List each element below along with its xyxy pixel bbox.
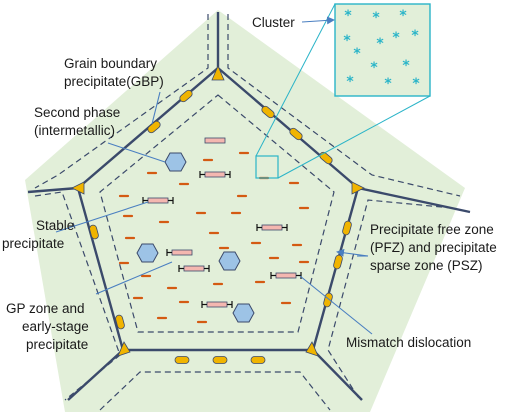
asterisk-icon: * [343, 33, 351, 49]
asterisk-icon: * [344, 8, 352, 24]
mismatch-dislocations [142, 171, 302, 308]
gbp-capsule [115, 314, 125, 330]
label-mismatch: Mismatch dislocation [346, 335, 471, 350]
triple-junction-spokes [27, 12, 471, 401]
label-second-phase-line1: Second phase [34, 105, 120, 120]
leader-gbp [151, 91, 161, 125]
label-gbp-line1: Grain boundary [64, 56, 157, 71]
gbp-capsule [174, 356, 190, 364]
asterisk-icon: * [346, 74, 354, 90]
asterisk-icon: * [384, 76, 392, 92]
leader-mismatch [299, 275, 373, 335]
hexagon-icon [164, 152, 187, 172]
stable-precipitate [275, 272, 297, 279]
cluster-inset [334, 3, 431, 97]
label-stable-line2: precipitate [2, 236, 64, 251]
gbp-capsule [179, 89, 193, 103]
label-pfz-line2: (PFZ) and precipitate [370, 240, 497, 255]
leader-cluster [301, 16, 335, 25]
stable-precipitate [204, 137, 226, 144]
gbp-capsule [319, 151, 333, 165]
stable-precipitate [183, 265, 205, 272]
label-stable-line1: Stable [36, 218, 74, 233]
hexagon-icon [136, 243, 159, 263]
triangle-icon [71, 181, 85, 195]
cluster-atoms: * * * * * * * * * * * * * [343, 8, 420, 92]
asterisk-icon: * [399, 8, 407, 24]
asterisk-icon: * [370, 60, 378, 76]
hexagon-icon [218, 251, 241, 271]
label-cluster: Cluster [252, 15, 295, 30]
gbp-capsule [261, 105, 275, 119]
label-pfz-line1: Precipitate free zone [370, 222, 494, 237]
asterisk-icon: * [411, 28, 419, 44]
gbp-capsule [147, 120, 161, 134]
leader-lines [55, 16, 373, 335]
stable-precipitate [171, 249, 193, 256]
triangle-icon [351, 181, 365, 195]
label-gp-line3: precipitate [26, 337, 88, 352]
magnify-connector [255, 3, 336, 157]
grain-boundary [76, 66, 360, 352]
gbp-capsule [289, 127, 303, 141]
label-pfz-line3: sparse zone (PSZ) [370, 258, 483, 273]
triangle-icon [117, 341, 131, 357]
hexagon-icon [232, 303, 255, 323]
gbp-capsule [212, 356, 228, 364]
triangle-icon [305, 341, 319, 357]
label-gbp-line2: precipitate(GBP) [64, 74, 164, 89]
stable-precipitate [206, 301, 228, 308]
grain-background [25, 10, 465, 412]
leader-second-phase [107, 142, 166, 163]
asterisk-icon: * [412, 76, 420, 92]
gbp-capsule [89, 224, 99, 240]
leader-gp [95, 261, 173, 295]
stable-precipitate [204, 171, 226, 178]
label-gp-line2: early-stage [22, 319, 89, 334]
cluster-region-box [255, 155, 279, 179]
second-phase-particles [136, 152, 255, 323]
magnify-connector [277, 95, 431, 179]
stable-precipitate [147, 197, 169, 204]
leader-stable [55, 201, 149, 233]
asterisk-icon: * [372, 10, 380, 26]
asterisk-icon: * [376, 36, 384, 52]
asterisk-icon: * [353, 46, 361, 62]
leader-pfz-a [336, 248, 369, 257]
gbp-capsule [342, 220, 352, 236]
stable-precipitate [261, 224, 283, 231]
label-second-phase-line2: (intermetallic) [34, 123, 115, 138]
label-gp-line1: GP zone and [6, 301, 85, 316]
pfz-dashed-boundary [99, 94, 335, 333]
stable-precipitates [147, 137, 297, 308]
gbp-capsule [250, 356, 266, 364]
triple-junction-precipitates [71, 64, 365, 357]
triangle-icon [211, 64, 225, 81]
asterisk-icon: * [392, 30, 400, 46]
asterisk-icon: * [402, 58, 410, 74]
